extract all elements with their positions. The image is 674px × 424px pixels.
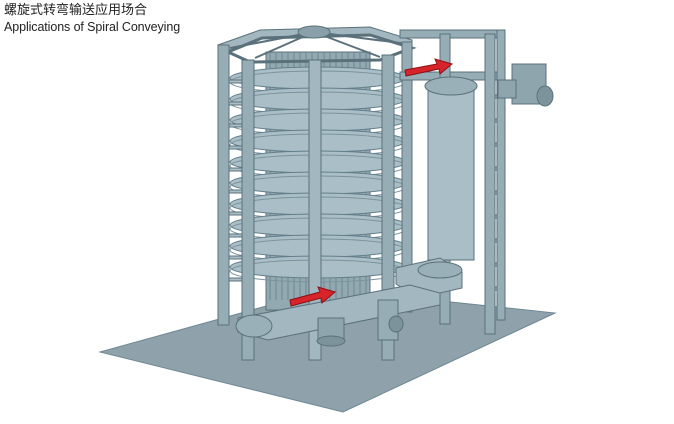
- outfeed-column-3: [496, 29, 506, 321]
- ladder-rung: [228, 189, 243, 194]
- column-right-front: [381, 54, 395, 361]
- ladder-rung: [228, 123, 243, 128]
- ladder-rung: [228, 233, 243, 238]
- infeed-direction-arrow: [289, 286, 337, 307]
- caption: 螺旋式转弯输送应用场合 Applications of Spiral Conve…: [4, 3, 180, 35]
- caption-title-en: Applications of Spiral Conveying: [4, 20, 181, 34]
- ladder-rung: [228, 145, 243, 150]
- top-drum: [424, 76, 478, 96]
- column-left-front: [241, 59, 255, 361]
- infeed-conveyor: [235, 284, 441, 347]
- vertical-belt: [427, 84, 475, 261]
- column-center-front: [308, 59, 322, 361]
- ladder-rung: [228, 79, 243, 84]
- outfeed-direction-arrow: [404, 58, 454, 77]
- outfeed-frame: [395, 29, 554, 335]
- ladder-rung: [228, 101, 243, 106]
- ladder-rung: [228, 277, 243, 282]
- outfeed-column-2: [484, 33, 496, 335]
- infeed-roller: [235, 314, 273, 338]
- ladder-rung: [228, 255, 243, 260]
- ladder-rung: [228, 211, 243, 216]
- ladder-rung: [228, 167, 243, 172]
- column-left-back: [217, 44, 230, 326]
- caption-title-zh: 螺旋式转弯输送应用场合: [4, 3, 148, 18]
- main-frame: [216, 25, 417, 361]
